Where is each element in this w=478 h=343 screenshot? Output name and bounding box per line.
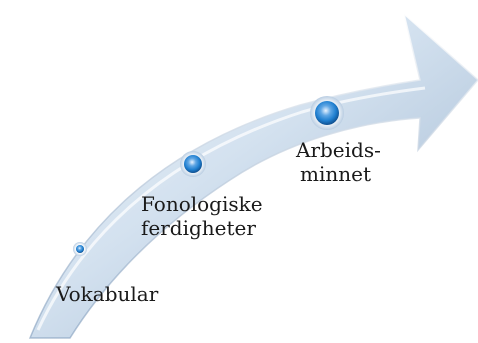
- step-label-line: ferdigheter: [141, 216, 263, 240]
- marker-large: [310, 96, 344, 130]
- marker-medium: [180, 151, 206, 177]
- step-label-vokabular: Vokabular: [56, 282, 158, 306]
- step-label-line: Vokabular: [56, 282, 158, 306]
- step-label-line: Fonologiske: [141, 192, 263, 216]
- marker-small: [73, 242, 87, 256]
- step-label-line: Arbeids-: [296, 138, 381, 162]
- step-label-arbeidsminnet: Arbeids- minnet: [296, 138, 381, 186]
- step-label-line: minnet: [296, 162, 381, 186]
- step-label-fonologiske: Fonologiske ferdigheter: [141, 192, 263, 240]
